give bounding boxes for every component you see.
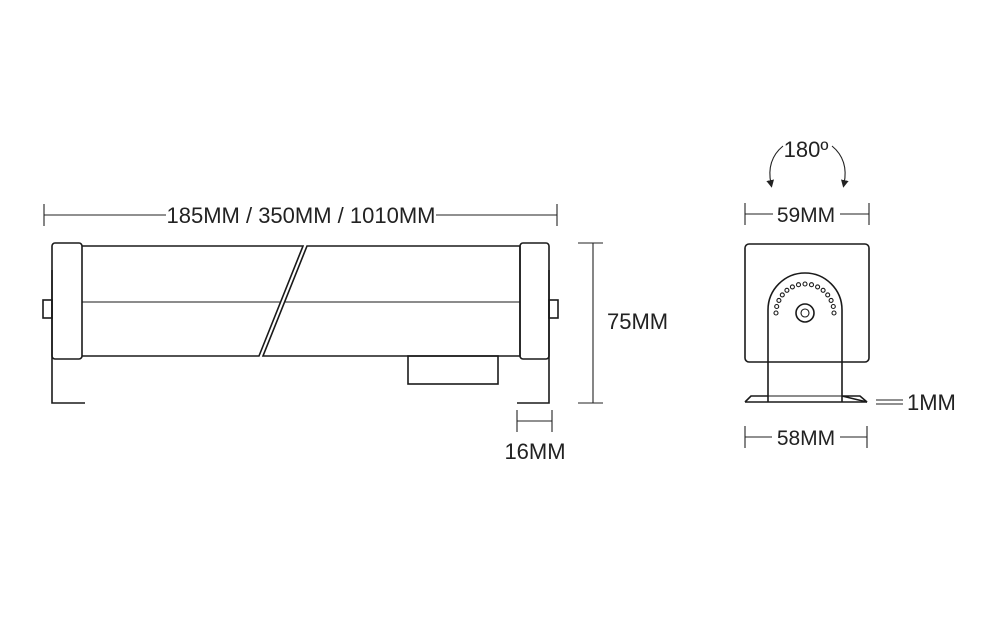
rotation-arrow-left: [766, 145, 784, 188]
bottom-width-label: 58MM: [777, 427, 835, 450]
left-end-cap: [51, 242, 83, 360]
rotation-indicator: 180º: [766, 137, 849, 188]
adjustment-hole: [830, 303, 836, 310]
left-bracket: [51, 270, 85, 404]
housing-profile: [744, 243, 870, 363]
right-end-cap-nub: [548, 299, 559, 319]
tube-body: [82, 245, 521, 357]
angle-adjustment-holes: [773, 281, 837, 316]
left-end-cap-nub: [42, 299, 53, 319]
right-bracket: [517, 270, 550, 404]
bracket-width-label: 16MM: [504, 439, 565, 464]
adjustment-hole: [808, 282, 815, 288]
adjustment-hole: [776, 297, 782, 303]
bottom-width-dimension: 58MM: [744, 426, 868, 450]
pivot-inner: [800, 308, 810, 318]
driver-box: [407, 355, 499, 385]
rotation-arrow-right: [831, 145, 849, 188]
top-width-dimension: 59MM: [744, 203, 870, 227]
thickness-label: 1MM: [907, 390, 956, 415]
length-label: 185MM / 350MM / 1010MM: [167, 203, 436, 228]
adjustment-hole: [774, 303, 780, 310]
adjustment-hole: [820, 287, 826, 293]
pivot-outer: [795, 303, 815, 323]
side-view: 185MM / 350MM / 1010MM 75MM 16MM: [42, 203, 668, 464]
adjustment-hole: [825, 292, 831, 298]
adjustment-hole: [831, 310, 837, 316]
height-label: 75MM: [607, 309, 668, 334]
thickness-dimension: 1MM: [876, 390, 956, 415]
rotation-label: 180º: [784, 137, 829, 162]
bracket-width-dimension: 16MM: [504, 410, 566, 464]
adjustment-hole: [815, 284, 821, 290]
end-view: 180º 59MM 1MM: [744, 137, 956, 450]
end-bracket: [744, 272, 868, 403]
adjustment-hole: [784, 287, 790, 293]
adjustment-hole: [795, 282, 802, 288]
adjustment-hole: [779, 292, 785, 298]
height-dimension: 75MM: [578, 242, 668, 404]
adjustment-hole: [773, 310, 779, 316]
adjustment-hole: [789, 284, 795, 290]
adjustment-hole: [802, 281, 808, 287]
top-width-label: 59MM: [777, 204, 835, 227]
right-end-cap: [519, 242, 550, 360]
adjustment-hole: [828, 297, 834, 303]
length-dimension: 185MM / 350MM / 1010MM: [43, 203, 558, 228]
